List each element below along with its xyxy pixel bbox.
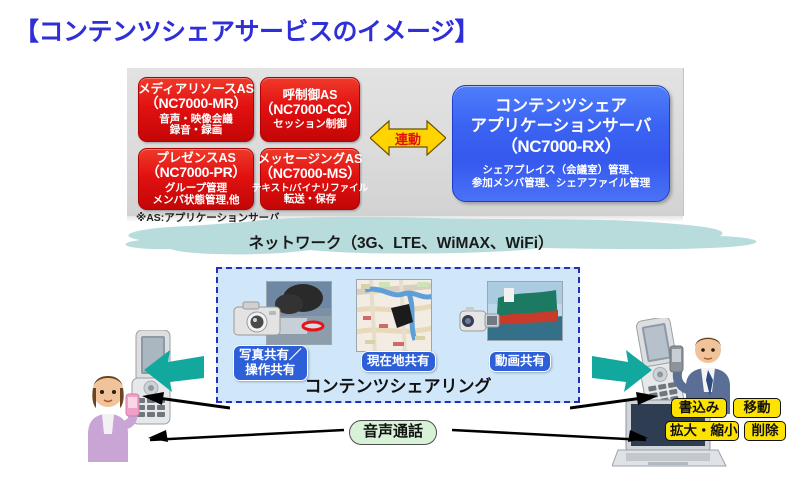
network-cloud	[70, 216, 770, 268]
as-box-code: （NC7000-MR）	[144, 94, 248, 111]
op-button-zoom[interactable]: 拡大・縮小	[665, 421, 739, 442]
label-video-sharing[interactable]: 動画共有	[489, 351, 552, 372]
label-line1: 現在地共有	[367, 354, 430, 368]
network-label: ネットワーク（3G、LTE、WiMAX、WiFi）	[248, 235, 554, 252]
as-box-messaging[interactable]: メッセージングAS （NC7000-MS） テキスト/バイナリファイル 転送・保…	[252, 148, 368, 210]
as-box-media-resource[interactable]: メディアリソースAS （NC7000-MR） 音声・映像会議 録音・録画	[138, 77, 254, 142]
double-arrow-icon	[370, 119, 446, 157]
as-box-name: メディアリソースAS	[138, 81, 254, 96]
voice-call-line	[148, 418, 648, 446]
as-box-code: （NC7000-MS）	[259, 164, 361, 181]
as-box-desc1: グループ管理	[164, 182, 228, 195]
video-thumbnail[interactable]	[487, 281, 563, 341]
as-box-desc2: 転送・保存	[283, 193, 337, 206]
voice-call-label: 音声通話	[349, 420, 438, 445]
as-box-desc2: 録音・録画	[169, 124, 223, 137]
female-user-with-phone	[88, 329, 171, 462]
as-box-name: メッセージングAS	[257, 151, 363, 166]
teal-arrow-right	[592, 348, 652, 392]
left-endpoint-group	[82, 329, 202, 462]
arrow-right-icon	[592, 350, 652, 392]
content-share-app-server[interactable]: コンテンツシェア アプリケーションサーバ （NC7000-RX） シェアプレイス…	[452, 85, 670, 202]
video-camera-glyph	[459, 307, 500, 332]
video-camera-icon	[458, 303, 502, 339]
still-camera-icon	[233, 299, 281, 339]
teal-arrow-left	[144, 348, 204, 392]
as-box-presence[interactable]: プレゼンスAS （NC7000-PR） グループ管理 メンバ状態管理,他	[138, 148, 254, 210]
label-line1: 写真共有／	[239, 348, 302, 362]
label-line2: 操作共有	[245, 362, 296, 377]
as-box-call-control[interactable]: 呼制御AS （NC7000-CC） セッション制御	[259, 77, 361, 142]
op-button-move[interactable]: 移動	[733, 398, 781, 419]
as-footnote: ※AS:アプリケーションサーバ	[136, 212, 280, 224]
op-button-write[interactable]: 書込み	[671, 398, 727, 419]
label-line1: 動画共有	[495, 354, 546, 368]
app-server-desc1: シェアプレイス（会議室）管理、	[482, 163, 640, 176]
as-box-code: （NC7000-PR）	[145, 164, 247, 181]
link-arrow: 連動	[370, 116, 446, 160]
content-sharing-title: コンテンツシェアリング	[304, 377, 492, 396]
as-box-desc1: テキスト/バイナリファイル	[251, 182, 369, 194]
op-button-delete[interactable]: 削除	[744, 421, 786, 442]
app-server-line2: アプリケーションサーバ	[470, 117, 652, 136]
link-arrow-label: 連動	[394, 132, 421, 147]
as-box-name: プレゼンスAS	[156, 151, 236, 166]
as-box-desc2: メンバ状態管理,他	[152, 193, 240, 206]
app-server-desc2: 参加メンバ管理、シェアファイル管理	[471, 177, 651, 190]
label-location-sharing[interactable]: 現在地共有	[361, 351, 436, 372]
voice-line-icon	[148, 428, 648, 442]
data-arrow-left	[140, 388, 231, 412]
arrow-left-icon	[144, 350, 204, 392]
female-user	[88, 376, 140, 462]
map-thumbnail[interactable]	[356, 279, 432, 352]
still-camera-glyph	[233, 301, 281, 336]
as-box-desc1: セッション制御	[273, 118, 347, 131]
map-image	[357, 280, 431, 351]
as-box-name: 呼制御AS	[282, 87, 338, 102]
app-server-line3: （NC7000-RX）	[500, 137, 622, 157]
label-photo-sharing[interactable]: 写真共有／ 操作共有	[233, 345, 308, 381]
app-server-line1: コンテンツシェア	[495, 97, 627, 116]
black-arrow-right-icon	[569, 392, 658, 410]
data-arrow-right	[569, 388, 660, 412]
video-image	[488, 282, 562, 340]
page-title: 【コンテンツシェアサービスのイメージ】	[14, 18, 480, 46]
as-box-code: （NC7000-CC）	[259, 100, 361, 117]
black-arrow-left-icon	[142, 392, 231, 410]
cloud-shape-icon	[125, 216, 757, 255]
as-box-desc1: 音声・映像会議	[159, 112, 233, 125]
